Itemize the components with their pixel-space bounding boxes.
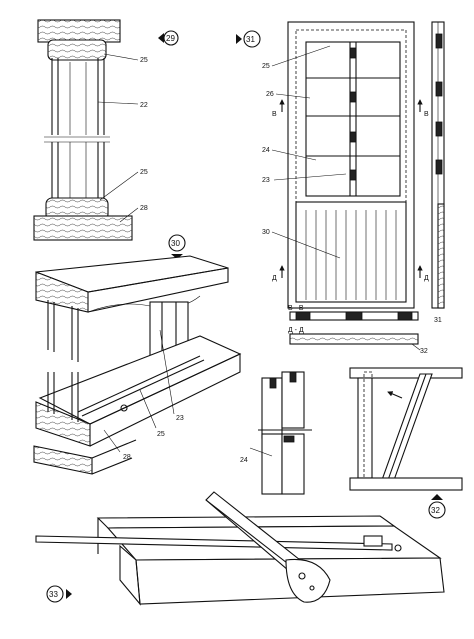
label-30-c: 28 [123,454,131,461]
label-31-30: 30 [262,229,270,236]
label-section-D-D: Д - Д [288,327,304,334]
figure-33: 33 [35,491,445,606]
figure-29-number: 29 [166,34,175,43]
figure-32: 24 32 [240,367,463,519]
label-31-32: 32 [420,348,428,355]
label-31-B-left: В [272,111,277,118]
figure-29-marker-icon [158,33,164,43]
figure-33-marker-icon [66,589,72,599]
label-30-a: 23 [176,415,184,422]
label-31-31: 31 [434,317,442,324]
label-29-b: 22 [140,102,148,109]
figure-32-marker-icon [431,494,443,500]
label-32-24: 24 [240,457,248,464]
figure-30-number: 30 [171,239,180,248]
label-31-D-left: Д [272,275,277,282]
label-section-B-B: В - В [288,305,304,312]
figure-31-number: 31 [246,35,255,44]
label-30-b: 25 [157,431,165,438]
figure-32-number: 32 [431,506,440,515]
label-29-c: 25 [140,169,148,176]
label-31-B-right: В [424,111,429,118]
figure-33-number: 33 [49,590,58,599]
label-31-D-right: Д [424,275,429,282]
label-31-24: 24 [262,147,270,154]
label-31-26: 26 [266,91,274,98]
label-29-d: 28 [140,205,148,212]
label-31-25: 25 [262,63,270,70]
label-29-a: 25 [140,57,148,64]
figure-31: 31 [236,21,445,355]
figure-29: 25 22 25 28 29 [33,19,179,241]
label-31-23: 23 [262,177,270,184]
figure-31-marker-icon [236,34,242,44]
figure-30: 30 23 25 28 [33,234,242,475]
figure-30-marker-icon [171,254,183,259]
